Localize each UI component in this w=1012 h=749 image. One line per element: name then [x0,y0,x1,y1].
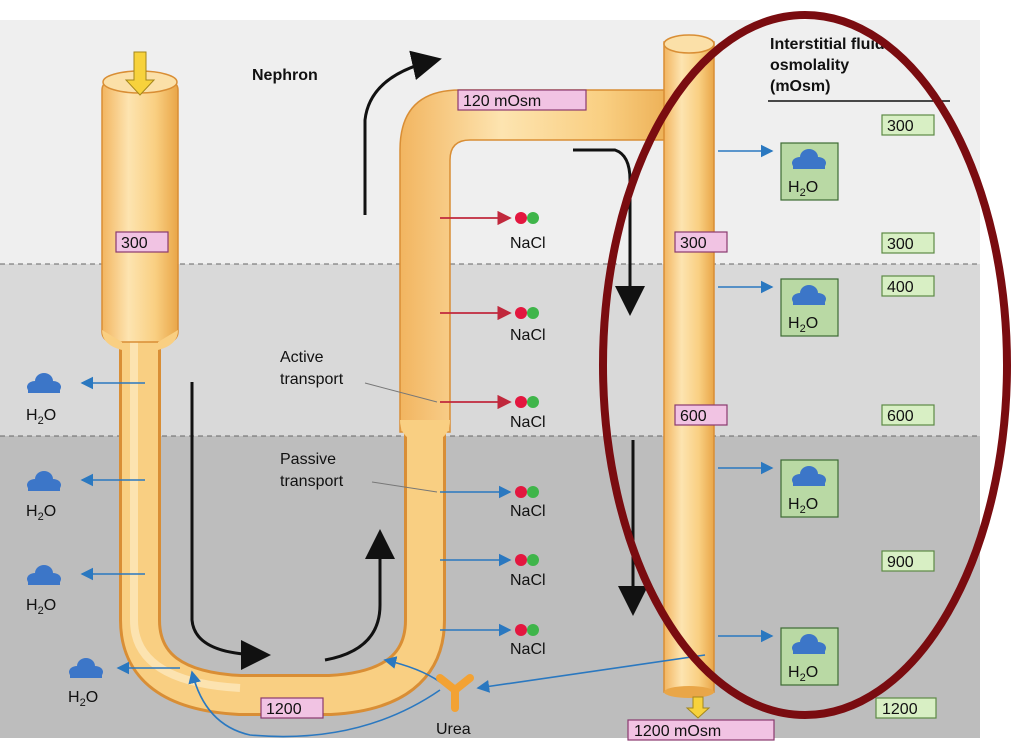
svg-text:400: 400 [887,279,914,296]
svg-text:300: 300 [887,236,914,253]
svg-text:300: 300 [887,118,914,135]
passive-transport-label-1: Passive [280,451,336,468]
interstitial-values: 300 300 400 600 900 1200 [875,114,937,719]
desc-limb-value: 300 [121,235,148,252]
svg-text:900: 900 [887,554,914,571]
svg-text:1200: 1200 [882,701,918,718]
svg-text:H2O: H2O [788,664,818,684]
collecting-duct [663,34,715,698]
svg-text:H2O: H2O [788,496,818,516]
active-transport-label-2: transport [280,371,344,388]
svg-text:600: 600 [887,408,914,425]
svg-text:H2O: H2O [68,689,98,709]
water-labels-left: H2O H2O H2O H2O [26,407,98,709]
nacl-label: NaCl [510,503,546,520]
nacl-label: NaCl [510,641,546,658]
outflow-arrow-icon [685,696,711,719]
passive-transport-label-2: transport [280,473,344,490]
urea-icon [436,674,474,712]
active-transport-arrows [440,210,512,410]
passive-transport-pointer [371,481,438,493]
svg-text:H2O: H2O [26,503,56,523]
active-transport-pointer [364,382,438,403]
collecting-duct-600: 600 [680,408,707,425]
loop-bottom-value: 1200 [266,701,302,718]
passive-transport-arrows [80,144,774,738]
urine-value: 1200 mOsm [634,723,721,740]
active-transport-label-1: Active [280,349,324,366]
legend-line-2: osmolality [770,57,849,74]
nacl-label: NaCl [510,414,546,431]
flow-arrows [190,50,648,670]
nacl-label: NaCl [510,235,546,252]
legend-line-3: (mOsm) [770,78,830,95]
urea-label: Urea [436,721,471,738]
asc-limb-value: 120 mOsm [463,93,541,110]
water-icons-right [780,142,839,686]
collecting-duct-300: 300 [680,235,707,252]
highlight-ellipse [599,11,1011,719]
legend-line-1: Interstitial fluid [770,36,885,53]
svg-text:H2O: H2O [26,407,56,427]
svg-text:H2O: H2O [788,315,818,335]
nacl-icons [515,212,539,636]
svg-text:H2O: H2O [788,179,818,199]
svg-text:H2O: H2O [26,597,56,617]
nacl-label: NaCl [510,572,546,589]
nephron-title: Nephron [252,67,318,84]
water-labels-right: H2O H2O H2O H2O [788,179,818,684]
nacl-label: NaCl [510,327,546,344]
inflow-arrow-icon [124,51,156,96]
tubule-values: 300 120 mOsm 300 600 1200 1200 mOsm [115,89,775,741]
